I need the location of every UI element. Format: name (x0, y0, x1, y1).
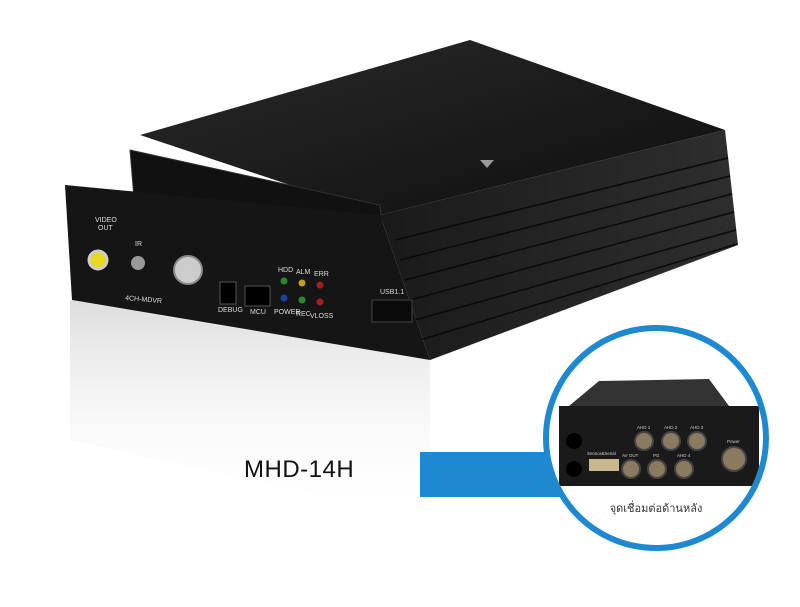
key-lock (173, 255, 203, 285)
video-out-jack (87, 249, 109, 271)
svg-text:Power: Power (727, 439, 740, 444)
debug-port (219, 281, 237, 305)
ir-sensor (131, 256, 145, 270)
svg-text:AHD 1: AHD 1 (637, 425, 651, 430)
svg-text:AHD 3: AHD 3 (690, 425, 704, 430)
svg-text:AHD 4: AHD 4 (677, 453, 691, 458)
svg-text:VLOSS: VLOSS (310, 313, 334, 320)
svg-text:REC: REC (296, 311, 311, 318)
rear-panel-photo: AHD 1 AHD 2 AHD 3 AV OUT PG AHD 4 Sensor… (559, 379, 759, 486)
svg-text:ALM: ALM (296, 269, 311, 276)
svg-text:ERR: ERR (314, 271, 329, 278)
svg-text:Sensor&Serial: Sensor&Serial (587, 451, 616, 456)
usb-port-cover (371, 299, 413, 323)
brand-print: 4CH-MDVR (125, 295, 162, 305)
mcu-port (244, 285, 271, 307)
svg-text:HDD: HDD (278, 267, 293, 274)
svg-text:USB1.1: USB1.1 (380, 289, 404, 296)
rear-panel-inset: AHD 1 AHD 2 AHD 3 AV OUT PG AHD 4 Sensor… (543, 325, 769, 551)
device-top (140, 40, 725, 215)
device-side (380, 130, 738, 360)
svg-text:DEBUG: DEBUG (218, 307, 243, 314)
svg-text:MCU: MCU (250, 309, 266, 316)
reflection (70, 300, 430, 520)
svg-text:OUT: OUT (98, 225, 114, 232)
video-out-label: VIDEO (95, 217, 117, 224)
model-name: MHD-14H (244, 456, 355, 483)
svg-text:IR: IR (135, 241, 142, 248)
svg-text:POWER: POWER (274, 309, 300, 316)
svg-text:AV OUT: AV OUT (622, 453, 639, 458)
svg-text:AHD 2: AHD 2 (664, 425, 678, 430)
accent-bar (420, 452, 560, 497)
svg-text:PG: PG (653, 453, 660, 458)
rear-caption: จุดเชื่อมต่อด้านหลัง (609, 503, 703, 515)
device-front (65, 185, 430, 360)
